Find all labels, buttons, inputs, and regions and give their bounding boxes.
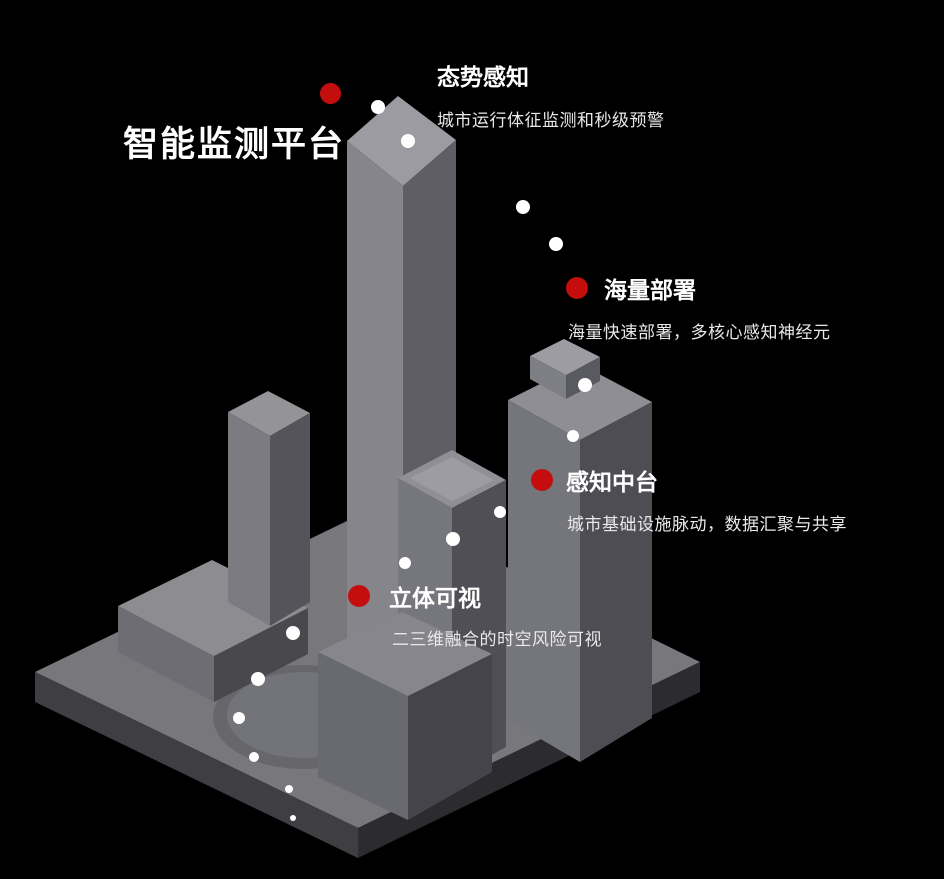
rooftop-box bbox=[530, 339, 600, 399]
path-origin-dot bbox=[320, 83, 341, 104]
tower-small-left bbox=[228, 391, 310, 626]
feature-marker-dot bbox=[566, 277, 588, 299]
building-front bbox=[318, 612, 492, 820]
feature-massive-deployment: 海量部署 海量快速部署，多核心感知神经元 bbox=[566, 271, 831, 343]
tower-right bbox=[508, 364, 652, 762]
page-title: 智能监测平台 bbox=[123, 125, 346, 165]
feature-stereo-visual: 立体可视 二三维融合的时空风险可视 bbox=[348, 579, 602, 650]
feature-title: 海量部署 bbox=[604, 278, 696, 304]
dotted-path bbox=[233, 100, 592, 821]
feature-description: 海量快速部署，多核心感知神经元 bbox=[568, 323, 831, 343]
feature-description: 城市运行体征监测和秒级预警 bbox=[437, 111, 665, 131]
feature-perception-middle: 感知中台 城市基础设施脉动，数据汇聚与共享 bbox=[531, 463, 847, 535]
feature-title: 态势感知 bbox=[437, 65, 529, 91]
feature-title: 感知中台 bbox=[566, 470, 658, 496]
feature-description: 二三维融合的时空风险可视 bbox=[392, 630, 602, 650]
feature-marker-dot bbox=[531, 469, 553, 491]
feature-marker-dot bbox=[348, 585, 370, 607]
feature-description: 城市基础设施脉动，数据汇聚与共享 bbox=[567, 515, 847, 535]
building-low-left bbox=[118, 560, 308, 702]
feature-situational-awareness: 态势感知 城市运行体征监测和秒级预警 bbox=[437, 58, 665, 131]
feature-title: 立体可视 bbox=[389, 586, 481, 612]
